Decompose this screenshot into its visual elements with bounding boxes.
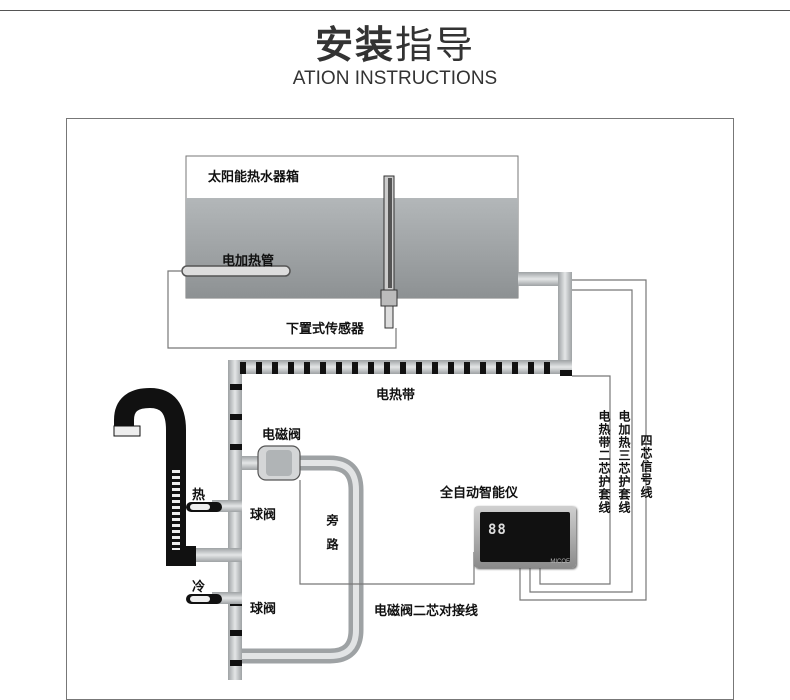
controller-display: 88 (488, 522, 507, 538)
title-bold: 安装 (314, 23, 395, 67)
page-subtitle: ATION INSTRUCTIONS (292, 68, 498, 89)
label-solenoid-wire: 电磁阀二芯对接线 (374, 604, 479, 619)
label-solenoid-valve: 电磁阀 (262, 428, 302, 443)
label-cold: 冷 (192, 580, 206, 595)
title-light: 指导 (395, 23, 476, 67)
ball-valve-hot (186, 502, 222, 512)
heater-wire-loop (167, 270, 397, 349)
controller-wires (299, 279, 647, 601)
installation-diagram (113, 155, 647, 680)
label-sensor: 下置式传感器 (286, 322, 365, 337)
page-title: 安装指导 (0, 14, 790, 69)
label-signal-wire: 四芯信号线 (639, 434, 653, 499)
label-heat-belt-wire: 电热带二芯护套线 (597, 410, 611, 514)
label-heat-belt: 电热带 (376, 388, 416, 403)
sensor-rod (380, 175, 398, 329)
smart-controller[interactable]: 88 MICOE (474, 506, 576, 568)
label-heater-pipe: 电加热管 (222, 254, 275, 269)
label-hot: 热 (192, 488, 206, 503)
label-bypass: 旁路 (325, 514, 339, 562)
ball-valve-cold (186, 594, 222, 604)
controller-screen: 88 (480, 512, 570, 562)
label-controller: 全自动智能仪 (440, 486, 519, 501)
label-ball-valve-hot: 球阀 (250, 508, 277, 523)
label-heater-wire: 电加热三芯护套线 (617, 410, 631, 514)
label-ball-valve-cold: 球阀 (250, 602, 277, 617)
label-tank: 太阳能热水器箱 (208, 170, 300, 185)
header-rule (0, 10, 790, 11)
shower-hose (113, 387, 196, 566)
solenoid-valve (257, 445, 301, 481)
controller-brand: MICOE (550, 559, 570, 565)
